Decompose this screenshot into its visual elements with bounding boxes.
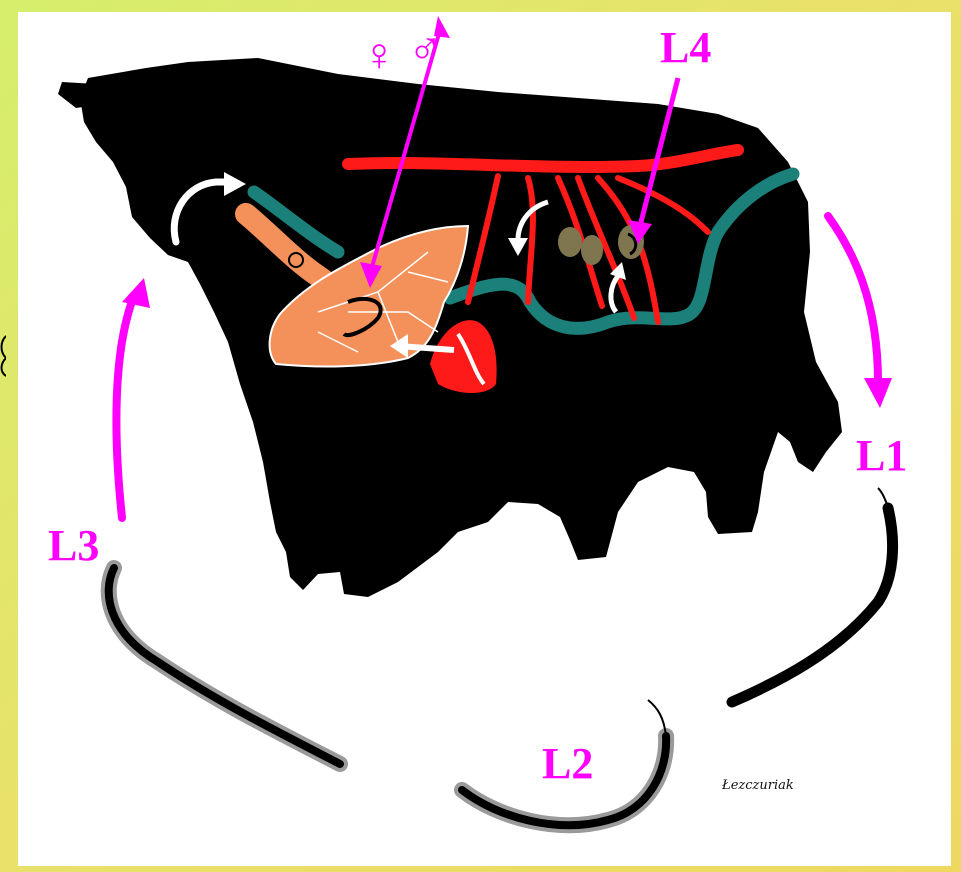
label-l2: L2 <box>542 742 593 786</box>
author-signature: Łezczuriak <box>722 778 794 793</box>
label-l1: L1 <box>856 434 907 478</box>
l3-arrow-icon <box>116 296 134 518</box>
l1-arrow-icon <box>828 216 878 382</box>
lymph-node-1 <box>558 227 582 257</box>
female-symbol: ♀ <box>362 32 397 78</box>
l3-larva-body <box>109 568 340 764</box>
cow-ear <box>58 82 102 108</box>
male-symbol: ♂ <box>408 26 443 72</box>
l3-arrowhead-icon <box>122 278 150 308</box>
l1-larva-tail <box>878 488 888 508</box>
cattle-lungworm-lifecycle-diagram <box>18 12 951 866</box>
diagram-panel: ♀ ♂ L4 L1 L2 L3 Łezczuriak <box>18 12 951 866</box>
lymph-node-2 <box>581 235 603 265</box>
edge-fragment <box>0 330 6 380</box>
l3-larva <box>109 568 340 764</box>
l1-larva <box>732 508 893 702</box>
l1-arrowhead-icon <box>864 378 892 408</box>
label-l3: L3 <box>48 524 99 568</box>
label-l4: L4 <box>660 26 711 70</box>
